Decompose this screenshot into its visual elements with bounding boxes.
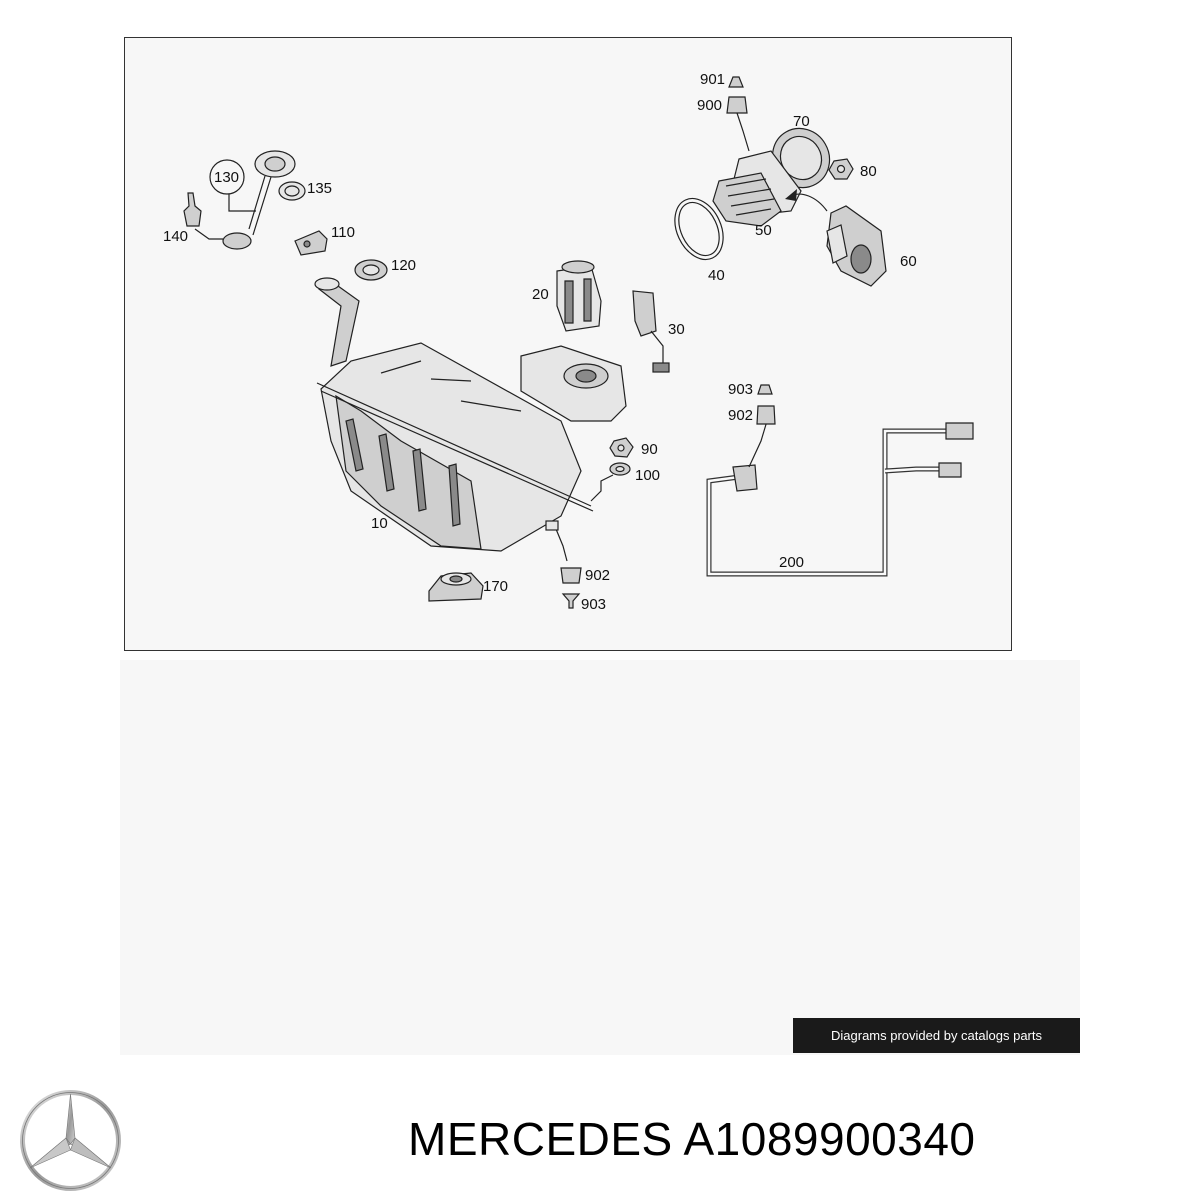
callout-140: 140 bbox=[163, 228, 188, 245]
fuel-pump-20 bbox=[556, 260, 602, 332]
callout-902-lower: 902 bbox=[585, 567, 610, 584]
grommet-120 bbox=[354, 259, 388, 281]
callout-30: 30 bbox=[668, 321, 685, 338]
callout-100: 100 bbox=[635, 467, 660, 484]
callout-900: 900 bbox=[697, 97, 722, 114]
callout-90: 90 bbox=[641, 441, 658, 458]
callout-60: 60 bbox=[900, 253, 917, 270]
callout-130: 130 bbox=[214, 169, 239, 186]
flange-50 bbox=[712, 150, 802, 227]
callout-200: 200 bbox=[779, 554, 804, 571]
product-title: MERCEDES A1089900340 bbox=[408, 1107, 975, 1171]
cap-170 bbox=[428, 572, 484, 602]
callout-50: 50 bbox=[755, 222, 772, 239]
callout-110: 110 bbox=[331, 224, 355, 241]
bracket-110 bbox=[294, 230, 328, 256]
wiring-harness-200 bbox=[706, 384, 974, 577]
callout-40: 40 bbox=[708, 267, 725, 284]
tank-connector bbox=[545, 520, 582, 609]
nut-80 bbox=[828, 158, 854, 180]
background-panel bbox=[120, 660, 1080, 1055]
part-number: A1089900340 bbox=[683, 1113, 976, 1165]
diagram-credit: Diagrams provided by catalogs parts bbox=[793, 1018, 1080, 1053]
assembly-arrow bbox=[785, 189, 828, 212]
callout-903: 903 bbox=[728, 381, 753, 398]
fuel-cap-assembly bbox=[183, 150, 306, 250]
callout-170: 170 bbox=[483, 578, 508, 595]
o-ring-40 bbox=[674, 197, 724, 261]
callout-labels: 901 900 70 80 50 40 60 130 135 140 110 1… bbox=[163, 71, 917, 613]
parts-diagram: 901 900 70 80 50 40 60 130 135 140 110 1… bbox=[124, 37, 1012, 651]
callout-80: 80 bbox=[860, 163, 877, 180]
callout-70: 70 bbox=[793, 113, 810, 130]
sensor-60 bbox=[826, 205, 887, 287]
callout-903-lower: 903 bbox=[581, 596, 606, 613]
connector-900-901 bbox=[726, 76, 750, 152]
callout-10: 10 bbox=[371, 515, 388, 532]
pump-housing bbox=[520, 345, 627, 422]
callout-902: 902 bbox=[728, 407, 753, 424]
callout-20: 20 bbox=[532, 286, 549, 303]
mercedes-star-icon bbox=[18, 1088, 123, 1193]
callout-901: 901 bbox=[700, 71, 725, 88]
level-sender-30 bbox=[632, 290, 670, 373]
callout-120: 120 bbox=[391, 257, 416, 274]
washer-100 bbox=[590, 462, 631, 502]
fuel-tank bbox=[314, 277, 594, 552]
callout-135: 135 bbox=[307, 180, 332, 197]
brand-name: MERCEDES bbox=[408, 1113, 673, 1165]
nut-90 bbox=[609, 437, 634, 458]
